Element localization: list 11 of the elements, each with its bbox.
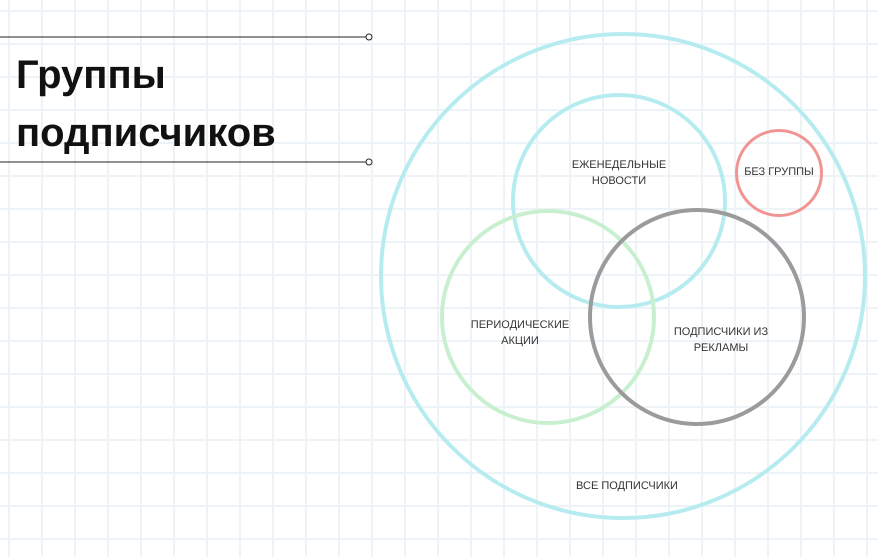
venn-circle	[588, 208, 806, 426]
venn-circle	[735, 129, 823, 217]
venn-circle	[440, 209, 656, 425]
venn-circle	[379, 32, 867, 520]
circle-label: ПОДПИСЧИКИ ИЗ РЕКЛАМЫ	[672, 325, 770, 356]
circle-label: ПЕРИОДИЧЕСКИЕ АКЦИИ	[470, 318, 570, 349]
circle-label: БЕЗ ГРУППЫ	[743, 165, 815, 180]
title: Группы подписчиков	[16, 52, 277, 157]
venn-circle	[511, 93, 727, 309]
circle-label: ЕЖЕНЕДЕЛЬНЫЕ НОВОСТИ	[570, 158, 668, 189]
circle-label: ВСЕ ПОДПИСЧИКИ	[575, 479, 679, 494]
